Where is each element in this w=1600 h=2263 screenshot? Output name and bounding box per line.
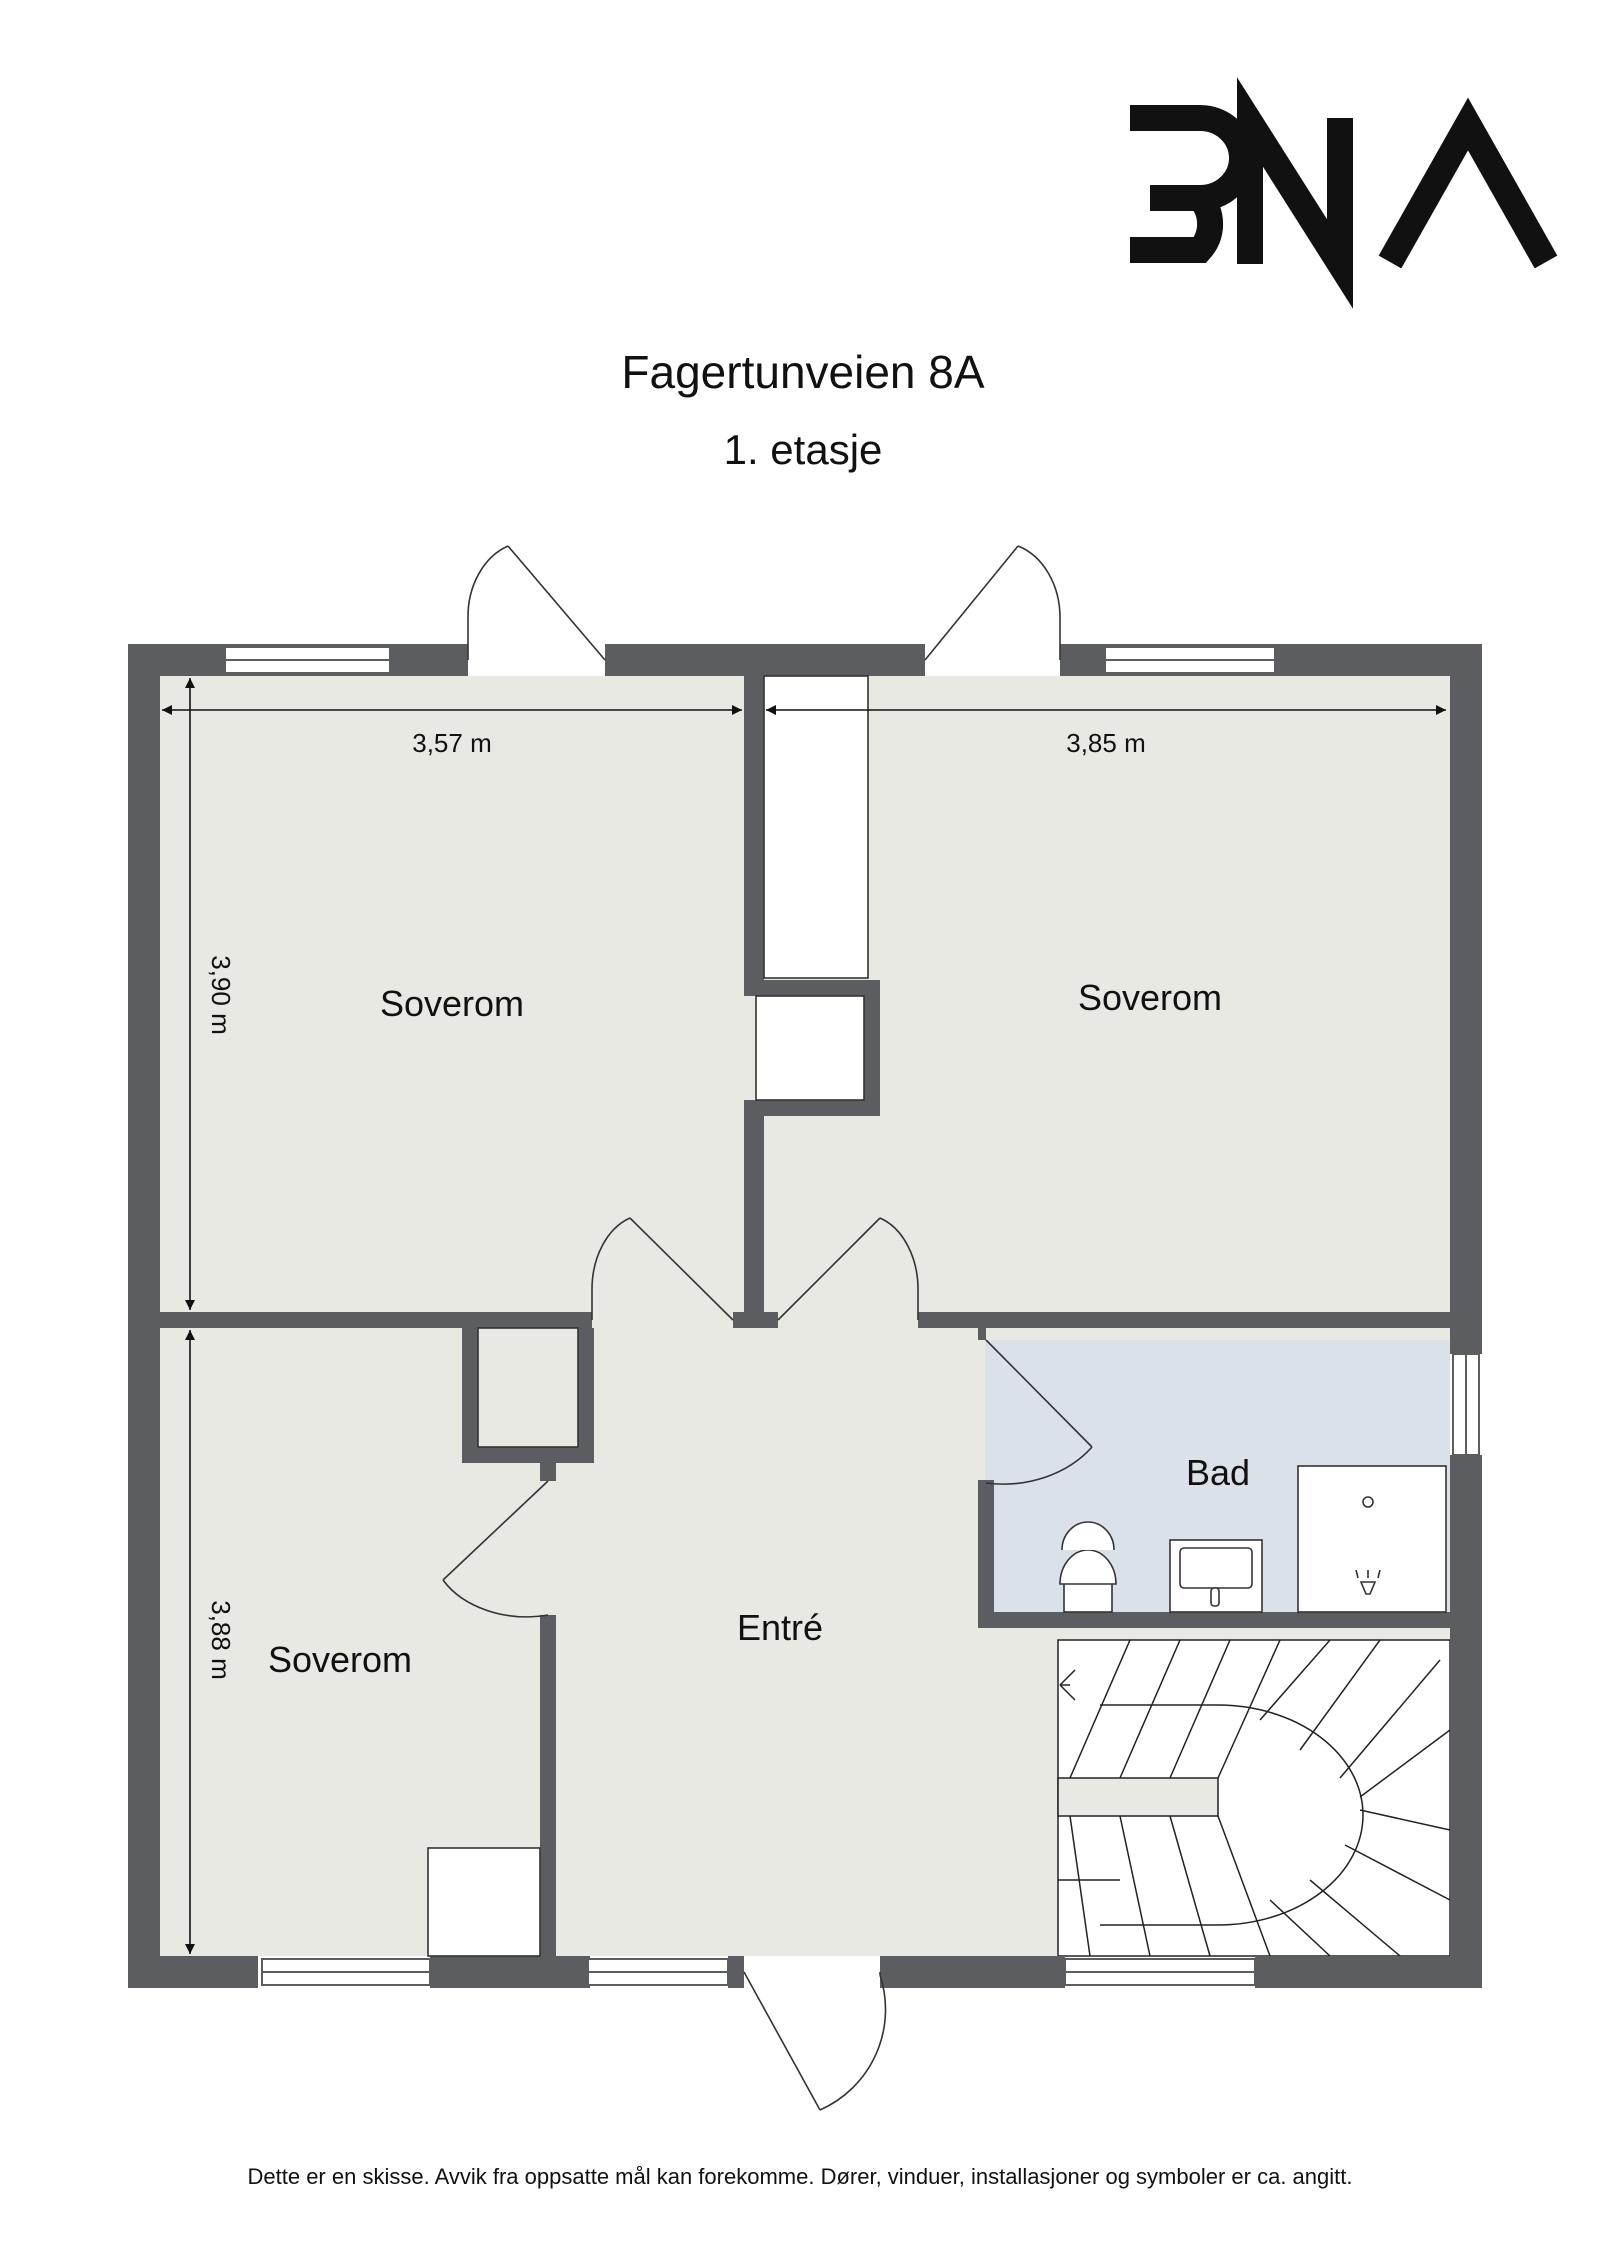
dimension-ne-width: 3,85 m bbox=[1066, 728, 1146, 758]
room-label-bad: Bad bbox=[1186, 1452, 1250, 1493]
sink-icon bbox=[1169, 1539, 1263, 1613]
door-soverom-nw bbox=[591, 1217, 734, 1321]
dimension-sw-height: 3,88 m bbox=[206, 1600, 236, 1680]
stair-direction-arrow-icon bbox=[1059, 1669, 1076, 1701]
wardrobe-ne bbox=[763, 675, 869, 979]
plan-title: Fagertunveien 8A bbox=[621, 346, 984, 398]
shower-icon bbox=[1297, 1465, 1447, 1613]
door-soverom-sw bbox=[442, 1480, 549, 1618]
dimension-nw-width: 3,57 m bbox=[412, 728, 492, 758]
dimension-lines bbox=[162, 678, 1446, 1954]
cabinet-centre bbox=[755, 995, 865, 1101]
door-north-1 bbox=[467, 545, 606, 661]
wardrobe-sw bbox=[427, 1847, 541, 1957]
room-label-soverom-nw: Soverom bbox=[380, 983, 524, 1024]
door-north-2 bbox=[924, 545, 1061, 661]
door-soverom-ne bbox=[777, 1217, 919, 1321]
floor-label: 1. etasje bbox=[724, 426, 883, 473]
toilet-icon bbox=[1059, 1521, 1117, 1613]
room-label-soverom-ne: Soverom bbox=[1078, 977, 1222, 1018]
staircase bbox=[1057, 1639, 1451, 1957]
doors bbox=[442, 545, 1093, 2111]
closet-sw bbox=[477, 1327, 579, 1448]
room-label-entre: Entré bbox=[737, 1607, 823, 1648]
bna-logo bbox=[1130, 77, 1558, 309]
fixtures bbox=[427, 675, 1447, 1957]
door-bad bbox=[985, 1339, 1093, 1485]
door-entrance bbox=[743, 1971, 887, 2111]
room-label-soverom-sw: Soverom bbox=[268, 1639, 412, 1680]
dimension-nw-height: 3,90 m bbox=[206, 955, 236, 1035]
disclaimer: Dette er en skisse. Avvik fra oppsatte m… bbox=[248, 2164, 1353, 2189]
